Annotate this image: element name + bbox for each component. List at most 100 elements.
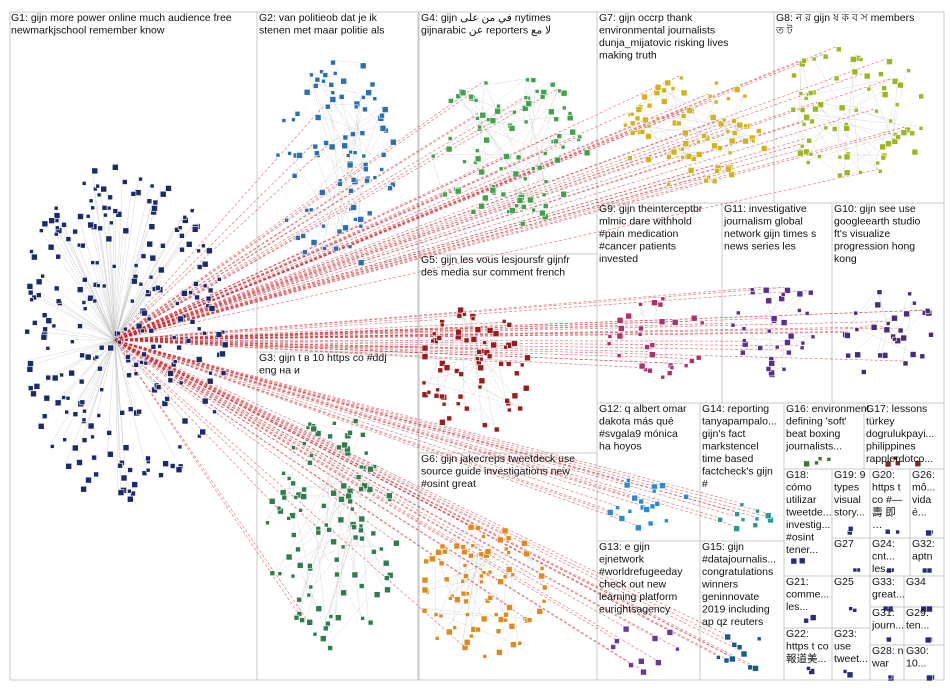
- node-g3: [313, 632, 317, 636]
- node-g5: [507, 408, 511, 412]
- node-g4: [455, 188, 461, 194]
- node-g6: [465, 613, 469, 617]
- node-g3: [341, 483, 347, 489]
- node-g2: [331, 60, 336, 65]
- node-g1: [101, 186, 107, 192]
- node-g1: [186, 241, 192, 247]
- node-g1: [25, 329, 30, 334]
- node-g2: [297, 152, 303, 158]
- node-g3: [359, 584, 364, 589]
- node-g3: [308, 422, 312, 426]
- node-g1: [127, 373, 132, 378]
- node-g6: [507, 605, 513, 611]
- node-g7: [722, 118, 726, 122]
- cluster-border-g2: [257, 12, 418, 347]
- node-g4: [524, 96, 528, 100]
- node-g4: [446, 146, 452, 152]
- node-g1: [209, 306, 215, 312]
- edge-g8: [804, 114, 919, 126]
- node-g3: [266, 521, 270, 525]
- node-g1: [166, 185, 172, 191]
- edge-hub-g12: [115, 340, 607, 509]
- node-g6: [436, 549, 442, 555]
- node-g8: [844, 125, 850, 131]
- node-g2: [304, 89, 310, 95]
- node-g16: [815, 461, 819, 465]
- node-g1: [146, 468, 150, 472]
- edge-g2: [334, 95, 362, 246]
- node-g2: [309, 208, 313, 212]
- node-g7: [708, 94, 712, 98]
- node-g9: [651, 300, 657, 306]
- node-g8: [882, 86, 887, 91]
- node-g5: [512, 393, 518, 399]
- node-g7: [728, 151, 732, 155]
- node-g1: [213, 410, 217, 414]
- node-g2: [322, 79, 326, 83]
- node-g2: [331, 91, 335, 95]
- node-g6: [521, 540, 527, 546]
- node-g3: [352, 525, 357, 530]
- node-g1: [77, 460, 83, 466]
- node-g4: [544, 180, 548, 184]
- node-g5: [440, 323, 444, 327]
- node-g4: [475, 149, 479, 153]
- node-g15: [741, 651, 747, 657]
- node-g5: [487, 354, 492, 359]
- node-g2: [305, 208, 309, 212]
- node-g30: [926, 675, 932, 681]
- node-g7: [647, 103, 652, 108]
- node-g1: [178, 445, 182, 449]
- node-g2: [358, 216, 364, 222]
- edge-hub-g13: [115, 340, 623, 626]
- node-g4: [548, 109, 554, 115]
- node-g6: [442, 549, 447, 554]
- node-g3: [361, 616, 365, 620]
- node-g32: [922, 568, 927, 573]
- node-g3: [296, 547, 301, 552]
- node-g5: [471, 336, 477, 342]
- node-g1: [123, 445, 129, 451]
- edge-g3: [291, 508, 298, 532]
- node-g14: [740, 503, 744, 507]
- node-g9: [649, 352, 655, 358]
- node-g10: [877, 290, 882, 295]
- node-g1: [216, 332, 222, 338]
- node-g5: [525, 355, 531, 361]
- node-g9: [672, 319, 678, 325]
- edge-g11: [782, 340, 785, 368]
- node-g5: [494, 427, 499, 432]
- node-g9: [661, 375, 665, 379]
- edge-g2: [363, 128, 383, 167]
- node-g22: [806, 666, 810, 670]
- node-g2: [313, 144, 318, 149]
- node-g2: [309, 73, 313, 77]
- node-g3: [364, 451, 368, 455]
- node-g5: [438, 368, 443, 373]
- node-g8: [809, 152, 813, 156]
- node-g1: [160, 243, 165, 248]
- node-g16: [827, 457, 831, 461]
- node-g4: [479, 203, 485, 209]
- node-g6: [468, 524, 474, 530]
- node-g1: [106, 236, 112, 242]
- node-g3: [320, 636, 326, 642]
- node-g12: [624, 482, 630, 488]
- node-g7: [681, 90, 687, 96]
- node-g9: [639, 302, 643, 306]
- node-g1: [163, 461, 169, 467]
- node-g4: [532, 208, 536, 212]
- node-g3: [280, 490, 286, 496]
- node-g3: [339, 496, 345, 502]
- edge-g8: [854, 82, 897, 108]
- node-g10: [854, 311, 858, 315]
- node-g1: [144, 361, 148, 365]
- edge-g3: [307, 498, 388, 593]
- node-g4: [561, 145, 565, 149]
- node-g1: [147, 317, 151, 321]
- node-g2: [353, 151, 357, 155]
- node-g2: [314, 151, 319, 156]
- node-g5: [506, 361, 511, 366]
- node-g1: [103, 213, 107, 217]
- node-g1: [27, 283, 33, 289]
